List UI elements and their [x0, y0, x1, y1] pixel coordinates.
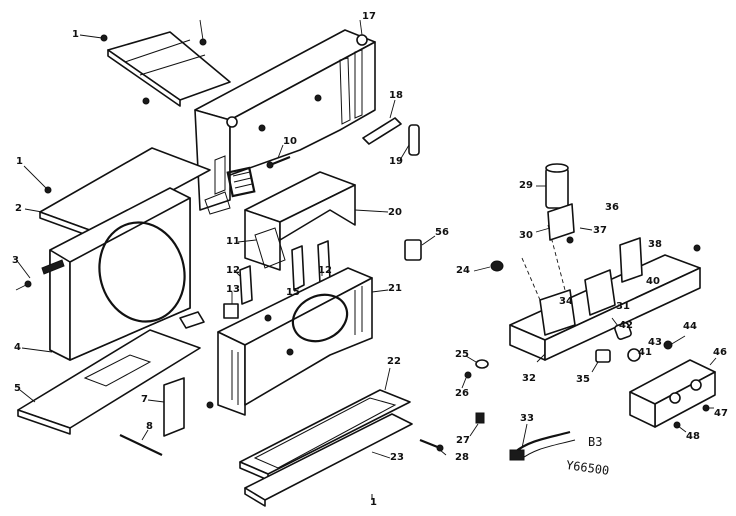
callout-29: 29 — [519, 180, 533, 191]
bracket-and-rod — [119, 377, 185, 456]
callout-12-left: 12 — [226, 265, 240, 276]
callout-12-right: 12 — [318, 265, 332, 276]
callout-32: 32 — [522, 373, 536, 384]
callout-34: 34 — [559, 296, 573, 307]
callout-37: 37 — [593, 225, 607, 236]
loose-hardware — [404, 235, 504, 456]
callout-3: 3 — [12, 255, 19, 266]
base-pan — [17, 329, 201, 435]
callout-35: 35 — [576, 374, 590, 385]
callout-26: 26 — [455, 388, 469, 399]
stamp-code: B3 — [588, 435, 603, 449]
callout-18: 18 — [389, 90, 403, 101]
cabinet-wrapper — [15, 187, 191, 361]
callout-19: 19 — [389, 156, 403, 167]
callout-47: 47 — [714, 408, 728, 419]
callout-25: 25 — [455, 349, 469, 360]
top-cover-plate — [79, 19, 231, 107]
callout-1-top: 1 — [72, 29, 79, 40]
callout-42: 42 — [619, 320, 633, 331]
control-assembly — [591, 317, 717, 433]
callout-31: 31 — [616, 301, 630, 312]
callout-17: 17 — [362, 11, 376, 22]
drain-tray-and-seal — [239, 367, 413, 507]
callout-20: 20 — [388, 207, 402, 218]
callout-30: 30 — [519, 230, 533, 241]
callout-46: 46 — [713, 347, 727, 358]
callout-1-left: 1 — [16, 156, 23, 167]
callout-4: 4 — [14, 342, 21, 353]
callout-28: 28 — [455, 452, 469, 463]
partition-bulkhead — [194, 19, 376, 215]
blower-housing — [237, 171, 389, 271]
callout-27: 27 — [456, 435, 470, 446]
callout-33: 33 — [520, 413, 534, 424]
callout-11: 11 — [226, 236, 240, 247]
callout-1-bottom: 1 — [370, 497, 377, 508]
callout-44: 44 — [683, 321, 697, 332]
callout-56: 56 — [435, 227, 449, 238]
callout-40: 40 — [646, 276, 660, 287]
top-panel — [23, 147, 211, 239]
callout-10: 10 — [283, 136, 297, 147]
callout-5: 5 — [14, 383, 21, 394]
mounting-brackets — [179, 240, 331, 329]
callout-8: 8 — [146, 421, 153, 432]
callout-24: 24 — [456, 265, 470, 276]
callout-36: 36 — [605, 202, 619, 213]
callout-38: 38 — [648, 239, 662, 250]
callout-13: 13 — [226, 284, 240, 295]
callout-41: 41 — [638, 347, 652, 358]
small-hardware — [266, 99, 420, 169]
callout-21: 21 — [388, 283, 402, 294]
callout-23: 23 — [390, 452, 404, 463]
callout-22: 22 — [387, 356, 401, 367]
capacitor-assembly — [535, 163, 593, 244]
condenser-frame — [206, 267, 389, 416]
callout-7: 7 — [141, 394, 148, 405]
callout-2: 2 — [15, 203, 22, 214]
callout-15: 15 — [286, 287, 300, 298]
callout-48: 48 — [686, 431, 700, 442]
wiring-harness — [509, 423, 576, 461]
callout-43: 43 — [648, 337, 662, 348]
compressor-pan — [509, 224, 701, 363]
